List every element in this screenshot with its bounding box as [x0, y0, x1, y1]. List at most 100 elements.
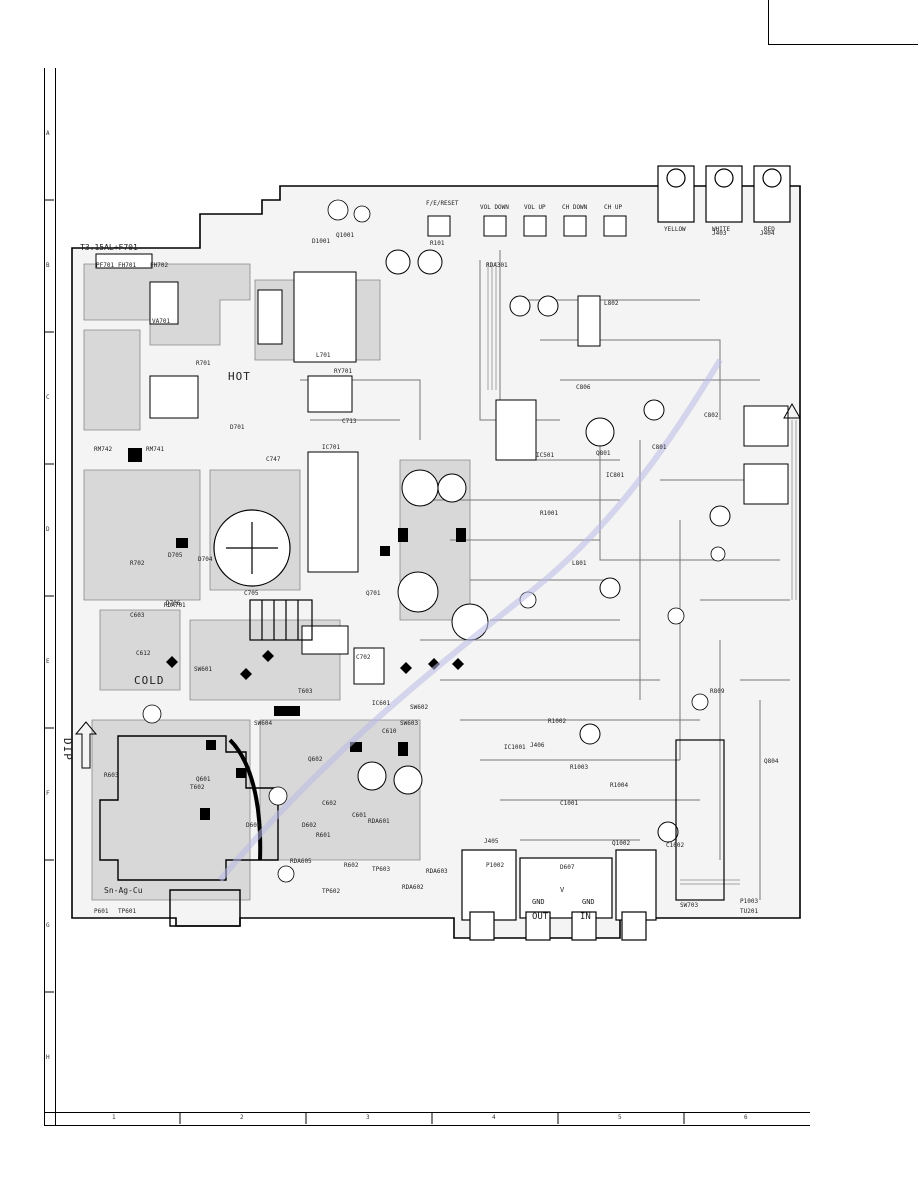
bottom-cell-1: 2	[240, 1114, 244, 1121]
gnd-label-2: GND	[582, 898, 595, 906]
bottom-cell-2: 3	[366, 1114, 370, 1121]
component-designator: Q1002	[612, 840, 631, 847]
component-designator: D701	[230, 424, 245, 431]
component-designator: SW601	[194, 666, 213, 673]
margin-letter-5: F	[46, 790, 50, 797]
component-designator: RDA605	[290, 858, 312, 865]
key-label-2: VOL UP	[524, 204, 546, 211]
component-designator: C713	[342, 418, 357, 425]
key-label-0: F/E/RESET	[426, 200, 459, 207]
component-designator: RM741	[146, 446, 165, 453]
component-designator: VA701	[152, 318, 171, 325]
component-designator: J404	[760, 230, 775, 237]
component-designator: R1002	[548, 718, 567, 725]
component-designator: R1004	[610, 782, 629, 789]
component-designator: TP603	[372, 866, 391, 873]
component-designator: R1003	[570, 764, 589, 771]
component-designator: TU201	[740, 908, 759, 915]
fuse-label: T3.15AL+F701	[80, 243, 138, 252]
component-designator: SW703	[680, 902, 699, 909]
component-designator: TP601	[118, 908, 137, 915]
out-label: OUT	[532, 912, 549, 922]
margin-letter-3: D	[46, 526, 50, 533]
sn-label: Sn-Ag-Cu	[104, 886, 143, 895]
component-designator: D1001	[312, 238, 331, 245]
component-designator: T603	[298, 688, 313, 695]
component-designator: C610	[382, 728, 397, 735]
hot-label: HOT	[228, 370, 251, 383]
component-designator: TP602	[322, 888, 341, 895]
component-designator: C1002	[666, 842, 685, 849]
component-designator: SW603	[400, 720, 419, 727]
component-designator: C806	[576, 384, 591, 391]
component-designator: Q602	[308, 756, 323, 763]
top-right-title-box	[768, 0, 918, 45]
key-label-1: VOL DOWN	[480, 204, 509, 211]
margin-letter-4: E	[46, 658, 50, 665]
component-designator: RM742	[94, 446, 113, 453]
component-designator: Q1001	[336, 232, 355, 239]
component-designator: R1001	[540, 510, 559, 517]
component-designator: C705	[244, 590, 259, 597]
component-designator: RY701	[334, 368, 353, 375]
component-designator: J403	[712, 230, 727, 237]
component-designator: Q601	[196, 776, 211, 783]
component-designator: R701	[196, 360, 211, 367]
component-designator: RDA601	[368, 818, 390, 825]
margin-letter-6: G	[46, 922, 50, 929]
component-designator: FH702	[150, 262, 169, 269]
component-designator: FH701	[118, 262, 137, 269]
component-designator: PF701	[96, 262, 115, 269]
component-designator: J405	[484, 838, 499, 845]
component-designator: D706	[166, 600, 181, 607]
component-designator: P1003	[740, 898, 759, 905]
bottom-margin-rule	[44, 1112, 810, 1126]
bottom-cell-3: 4	[492, 1114, 496, 1121]
component-designator: D705	[168, 552, 183, 559]
gnd-label-1: GND	[532, 898, 545, 906]
component-designator: R702	[130, 560, 145, 567]
component-designator: SW602	[410, 704, 429, 711]
component-designator: L802	[604, 300, 619, 307]
component-designator: RDA603	[426, 868, 448, 875]
component-designator: C603	[130, 612, 145, 619]
component-designator: D607	[560, 864, 575, 871]
key-label-4: CH UP	[604, 204, 623, 211]
component-designator: C802	[704, 412, 719, 419]
bottom-cell-4: 5	[618, 1114, 622, 1121]
component-designator: R603	[104, 772, 119, 779]
component-designator: C1001	[560, 800, 579, 807]
component-designator: P601	[94, 908, 109, 915]
component-designator: C747	[266, 456, 281, 463]
dip-label: DIP	[61, 738, 74, 761]
component-designator: C801	[652, 444, 667, 451]
v-label: V	[560, 886, 565, 894]
component-designator: D603	[246, 822, 261, 829]
component-designator: RDA301	[486, 262, 508, 269]
component-designator: C602	[322, 800, 337, 807]
component-designator: Q804	[764, 758, 779, 765]
margin-letter-7: H	[46, 1054, 50, 1061]
component-designator: T602	[190, 784, 205, 791]
component-designator: IC701	[322, 444, 341, 451]
component-designator: R101	[430, 240, 445, 247]
bottom-cell-0: 1	[112, 1114, 116, 1121]
component-designator: P1002	[486, 862, 505, 869]
jack-red-label: RED	[764, 226, 775, 233]
component-designator: J406	[530, 742, 545, 749]
margin-letter-0: A	[46, 130, 50, 137]
component-designator: RDA701	[164, 602, 186, 609]
margin-letter-2: C	[46, 394, 50, 401]
component-designator: D602	[302, 822, 317, 829]
jack-yellow-label: YELLOW	[664, 226, 686, 233]
component-designator: IC601	[372, 700, 391, 707]
component-designator: RDA602	[402, 884, 424, 891]
component-designator: C702	[356, 654, 371, 661]
key-label-3: CH DOWN	[562, 204, 588, 211]
margin-letter-1: B	[46, 262, 50, 269]
left-margin-rule	[44, 68, 56, 1126]
cold-label: COLD	[134, 674, 165, 687]
component-designator: R809	[710, 688, 725, 695]
jack-white-label: WHITE	[712, 226, 731, 233]
bottom-cell-5: 6	[744, 1114, 748, 1121]
